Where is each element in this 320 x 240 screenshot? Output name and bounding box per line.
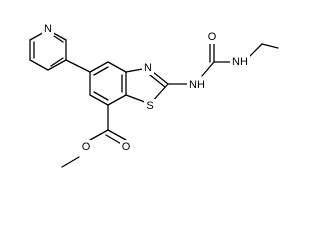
svg-text:O: O [208,31,217,43]
svg-text:S: S [146,100,153,112]
svg-text:NH: NH [232,56,248,68]
atom-labels: N N S NH O NH O O [42,22,250,154]
svg-text:N: N [44,23,52,35]
urea-oxygen-label: O [206,30,218,44]
thiazole-sulfur-label: S [144,99,156,113]
urea-nh-right-label: NH [230,55,250,69]
svg-text:O: O [122,141,131,153]
pyridine-nitrogen-label: N [42,22,54,36]
biaryl-bond [65,59,91,73]
methyl-ester [61,104,127,168]
chemical-structure-diagram: N N S NH O NH O O [29,22,279,168]
ester-carbonyl-oxygen-label: O [120,140,132,154]
benzene-ring [89,61,127,106]
svg-text:NH: NH [189,79,205,91]
urea-chain [167,39,279,85]
thiazole-nitrogen-label: N [142,61,154,75]
svg-text:O: O [82,141,91,153]
urea-nh-left-label: NH [187,78,207,92]
ester-methoxy-oxygen-label: O [80,140,92,154]
svg-text:N: N [144,62,152,74]
